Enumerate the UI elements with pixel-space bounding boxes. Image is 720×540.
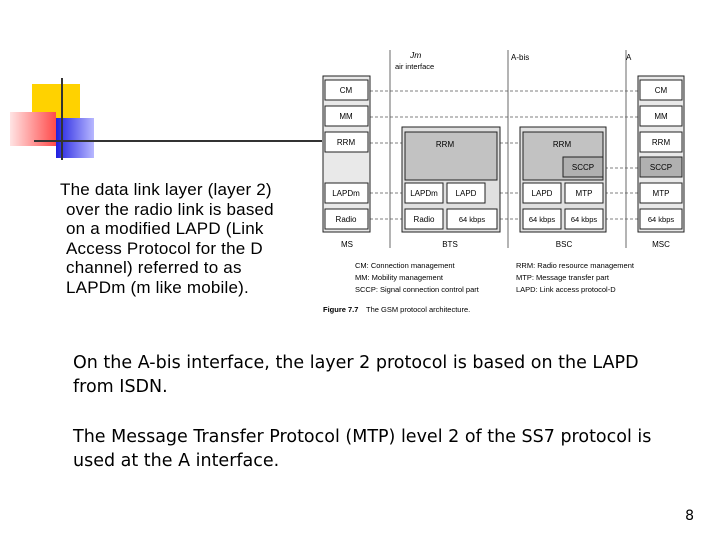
bsc-layer-mtp: MTP [576,189,593,198]
abis-label: A-bis [511,53,529,62]
ms-layer-cm: CM [340,86,353,95]
left-text-line: Access Protocol for the D [66,238,263,258]
msc-layer-rrm: RRM [652,138,671,147]
figure-caption-text: The GSM protocol architecture. [366,305,470,314]
bsc-layer-kbps-1: 64 kbps [529,215,556,224]
ms-stack [322,75,371,233]
legend-item: MM: Mobility management [355,273,444,282]
mtp-line: The Message Transfer Protocol (MTP) leve… [73,427,652,447]
page-number: 8 [685,508,694,524]
um-label: Jm [409,50,421,60]
decor-horizontal-line [34,140,322,142]
left-text-line: The data link layer (layer 2) [60,180,272,199]
bsc-node-label: BSC [556,240,573,249]
legend-item: RRM: Radio resource management [516,261,635,270]
bts-layer-lapdm: LAPDm [410,189,438,198]
abis-line: from ISDN. [73,377,168,397]
bts-layer-kbps: 64 kbps [459,215,486,224]
bsc-layer-rrm: RRM [553,140,572,149]
bsc-stack [519,126,607,233]
bts-stack [401,126,501,233]
gsm-protocol-figure: Jm air interface A-bis A CM MM RRM LAPDm… [322,50,685,314]
msc-layer-mm: MM [654,112,668,121]
bts-layer-radio: Radio [414,215,435,224]
left-text-line: channel) referred to as [66,258,242,277]
left-paragraph: The data link layer (layer 2) over the r… [60,180,322,297]
mtp-line: used at the A interface. [73,451,280,471]
legend-item: LAPD: Link access protocol-D [516,285,616,294]
ms-node-label: MS [341,240,353,249]
msc-layer-mtp: MTP [653,189,670,198]
um-sub-label: air interface [395,62,434,71]
a-label: A [626,53,632,62]
bts-layer-lapd: LAPD [456,189,477,198]
ms-layer-rrm: RRM [337,138,356,147]
bts-layer-rrm: RRM [436,140,455,149]
mtp-paragraph: The Message Transfer Protocol (MTP) leve… [73,425,693,473]
msc-layer-cm: CM [655,86,668,95]
bsc-layer-lapd: LAPD [532,189,553,198]
ms-layer-radio: Radio [336,215,357,224]
figure-caption-label: Figure 7.7 [323,305,358,314]
ms-layer-mm: MM [339,112,353,121]
legend-item: SCCP: Signal connection control part [355,285,480,294]
msc-stack [637,75,685,233]
left-text-line: on a modified LAPD (Link [66,219,264,238]
abis-line: On the A-bis interface, the layer 2 prot… [73,353,639,373]
legend-item: CM: Connection management [355,261,456,270]
abis-paragraph: On the A-bis interface, the layer 2 prot… [73,351,693,399]
bts-node-label: BTS [442,240,458,249]
bsc-layer-kbps-2: 64 kbps [571,215,598,224]
left-text-line: LAPDm (m like mobile). [66,277,249,297]
msc-layer-kbps: 64 kbps [648,215,675,224]
msc-node-label: MSC [652,240,670,249]
msc-layer-sccp: SCCP [650,163,672,172]
left-text-line: over the radio link is based [66,199,274,219]
legend-item: MTP: Message transfer part [516,273,610,282]
ms-layer-lapdm: LAPDm [332,189,360,198]
bsc-layer-sccp: SCCP [572,163,594,172]
decor-vertical-line [61,78,63,160]
